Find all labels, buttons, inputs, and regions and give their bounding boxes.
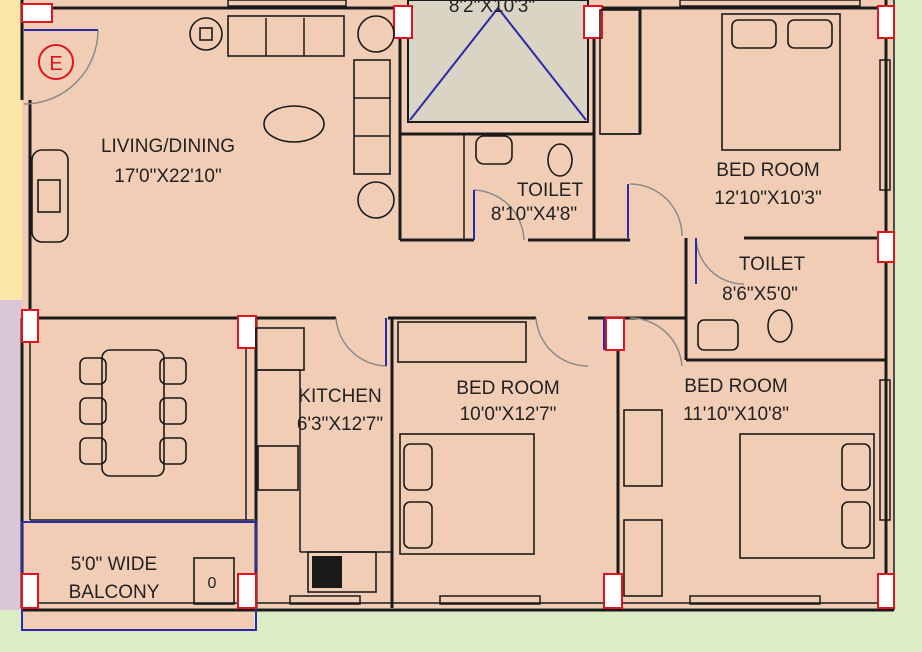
dining-table — [79, 349, 187, 477]
toilet-master-name-label: TOILET — [739, 254, 806, 275]
beds — [399, 13, 875, 559]
kitchen-fittings — [255, 327, 377, 593]
corridor-area — [0, 0, 22, 310]
balcony-unit-mark: 0 — [208, 575, 217, 592]
toilet-master-size-label: 8'6"X5'0" — [722, 284, 798, 305]
entry-marker-circle — [38, 44, 74, 80]
duct-shaft-marking — [409, 6, 587, 121]
common-toilet-fittings — [475, 135, 573, 177]
kitchen-size-label: 6'3"X12'7" — [297, 414, 383, 435]
bed-right-size-label: 11'10"X10'8" — [683, 404, 789, 425]
balcony-size-label: BALCONY — [69, 582, 160, 603]
structural-columns — [21, 3, 895, 609]
entry-marker-label: E — [49, 53, 62, 75]
bed-middle-size-label: 10'0"X12'7" — [460, 404, 557, 425]
bed-master-name-label: BED ROOM — [716, 160, 819, 181]
toilet-common-name-label: TOILET — [517, 180, 584, 201]
door-swings — [23, 29, 745, 367]
living-size-label: 17'0"X22'10" — [114, 166, 221, 187]
balcony-floor — [22, 520, 254, 630]
master-toilet-fittings — [697, 309, 793, 351]
duct-size-label: 8'2"X10'3" — [449, 0, 535, 17]
bed-master-size-label: 12'10"X10'3" — [714, 188, 821, 209]
kitchen-name-label: KITCHEN — [298, 386, 381, 407]
balcony-name-label: 5'0" WIDE — [71, 554, 157, 575]
balcony-unit — [193, 557, 235, 605]
bed-right-name-label: BED ROOM — [684, 376, 787, 397]
living-name-label: LIVING/DINING — [101, 136, 235, 157]
bed-middle-name-label: BED ROOM — [456, 378, 559, 399]
neighbour-unit — [0, 300, 22, 610]
duct-shaft — [407, 0, 589, 123]
wardrobes — [397, 9, 663, 597]
windows — [227, 0, 891, 605]
toilet-common-size-label: 8'10"X4'8" — [491, 204, 577, 225]
living-furniture — [31, 15, 395, 243]
